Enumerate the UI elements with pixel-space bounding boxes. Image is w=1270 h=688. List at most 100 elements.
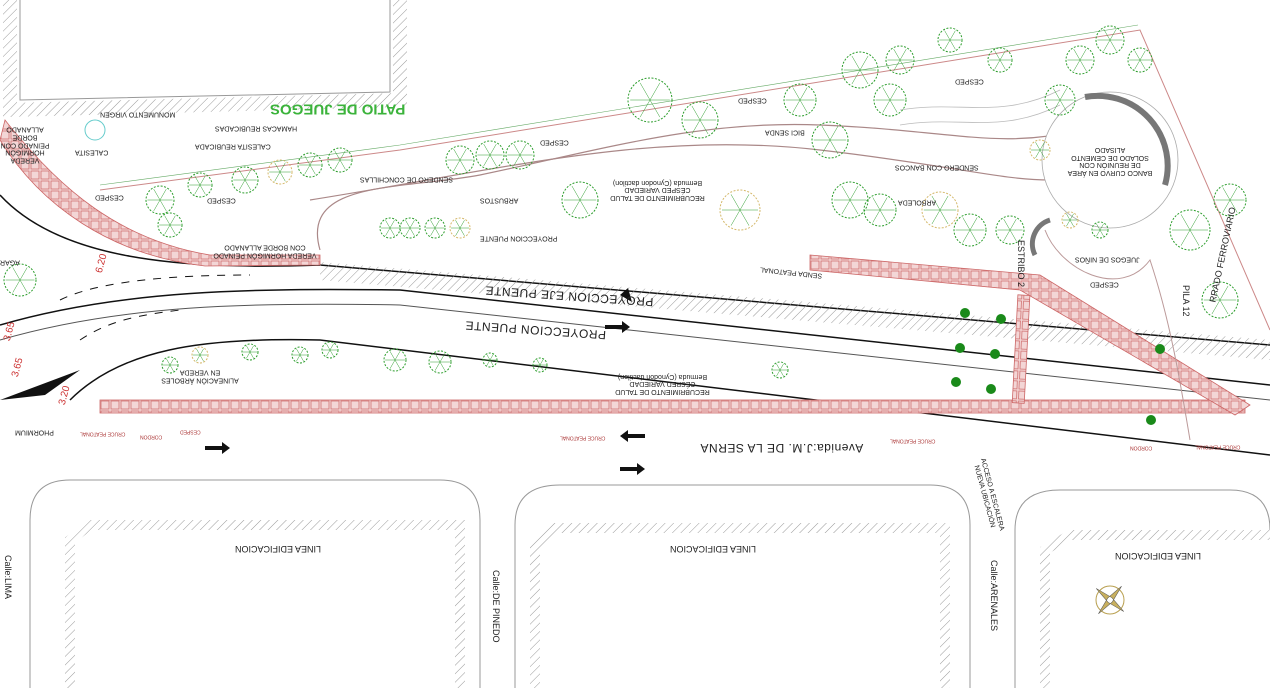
tree-branch xyxy=(483,143,491,156)
estribo-label: ESTRIBO 2 xyxy=(1016,240,1026,288)
tree-branch xyxy=(1222,187,1231,201)
calle-lima-label: Calle:LIMA xyxy=(3,555,13,600)
building-outline xyxy=(3,0,407,118)
tree-branch xyxy=(691,105,701,121)
tree-symbol-icon xyxy=(379,217,401,239)
sendero-conchillas-label: SENDERO DE CONCHILLAS xyxy=(360,175,453,183)
tree-branch xyxy=(699,119,709,135)
tree-branch xyxy=(483,154,491,167)
tree-branch xyxy=(962,229,971,243)
tree-branch xyxy=(12,267,21,281)
tree-symbol-icon xyxy=(863,193,897,227)
tree-symbol-icon xyxy=(771,361,789,379)
cesped-label: CESPED xyxy=(955,77,984,85)
arbustos-label: ARBUSTOS xyxy=(480,196,519,204)
tree-branch xyxy=(279,162,286,173)
tree-branch xyxy=(1180,229,1191,246)
tree-symbol-icon xyxy=(1127,47,1153,73)
calle-pinedo-label: Calle:DE PINEDO xyxy=(491,570,501,643)
tree-branch xyxy=(849,199,859,215)
park-boundary xyxy=(99,29,1270,331)
tree-branch xyxy=(999,50,1006,61)
tree-branch xyxy=(246,351,251,359)
tree-branch xyxy=(949,39,956,50)
tree-branch xyxy=(299,354,304,362)
tree-symbol-icon xyxy=(449,217,471,239)
tree-branch xyxy=(19,279,28,293)
avenida-label: Avenida:J.M. DE LA SERNA xyxy=(700,441,864,456)
tree-branch xyxy=(389,227,395,236)
traffic-arrows xyxy=(205,288,645,475)
cesped-label: CESPED xyxy=(738,96,767,104)
tree-symbol-icon xyxy=(561,181,599,219)
cruce-peatonal-label: CRUCE PEATONAL xyxy=(890,437,936,444)
tree-symbol-icon xyxy=(937,27,963,53)
tree-symbol-icon xyxy=(1029,139,1051,161)
tree-branch xyxy=(299,348,304,356)
tree-branch xyxy=(1134,50,1141,61)
tree-branch xyxy=(571,199,581,215)
tree-branch xyxy=(949,30,956,41)
tree-branch xyxy=(459,148,467,161)
tree-symbol-icon xyxy=(1213,183,1247,217)
tree-branch xyxy=(519,154,527,167)
linea-edificacion-1: LINEA EDIFICACION xyxy=(235,543,322,554)
tree-branch xyxy=(439,353,446,363)
recubrimiento-label-upper: RECUBRIMIENTO DE TALUD CÉSPED VARIEDAD B… xyxy=(610,178,705,202)
tree-branch xyxy=(579,199,589,215)
tree-branch xyxy=(326,349,331,357)
banco-curvo xyxy=(1084,92,1171,186)
recubrimiento-label-lower: RECUBRIMIENTO DE TALUD CÉSPED VARIEDAD B… xyxy=(615,372,710,396)
cesped-label: CESPED xyxy=(207,196,236,204)
tree-branch xyxy=(649,82,661,101)
tree-branch xyxy=(339,159,346,170)
tree-branch xyxy=(196,354,201,362)
tree-branch xyxy=(799,99,808,113)
compass-rose-icon xyxy=(1095,585,1125,615)
alineacion-label: ALINEACIÓN ÁRBOLES EN VEREDA xyxy=(161,368,239,384)
tree-branch xyxy=(439,361,446,371)
tree-branch xyxy=(739,209,750,226)
tree-symbol-icon xyxy=(1201,281,1239,319)
tree-branch xyxy=(859,55,869,71)
tree-branch xyxy=(459,227,465,236)
tree-branch xyxy=(329,343,334,351)
agar-label: AGAR xyxy=(0,258,20,266)
tree-symbol-icon xyxy=(987,47,1013,73)
tree-branch xyxy=(486,359,491,366)
tree-branch xyxy=(1003,218,1011,231)
tree-branch xyxy=(274,171,281,182)
tree-symbol-icon xyxy=(953,213,987,247)
tree-symbol-icon xyxy=(191,346,209,364)
tree-branch xyxy=(434,220,440,229)
block-2 xyxy=(514,484,971,688)
tree-branch xyxy=(579,185,589,201)
calle-arenales-label: Calle:ARENALES xyxy=(989,560,999,632)
tree-branch xyxy=(513,154,521,167)
tree-branch xyxy=(779,363,784,371)
tree-branch xyxy=(1211,285,1221,301)
tree-branch xyxy=(1180,214,1191,231)
tree-branch xyxy=(249,351,254,359)
tree-branch xyxy=(849,185,859,201)
tree-branch xyxy=(19,267,28,281)
tree-branch xyxy=(434,353,441,363)
tree-branch xyxy=(882,99,891,113)
tree-branch xyxy=(1039,149,1045,158)
tree-branch xyxy=(385,220,391,229)
tree-symbol-icon xyxy=(428,350,452,374)
tree-branch xyxy=(513,143,521,156)
tree-branch xyxy=(994,50,1001,61)
tree-branch xyxy=(1079,48,1087,61)
tree-symbol-icon xyxy=(297,152,323,178)
tree-branch xyxy=(1229,187,1238,201)
monumento-label: MONUMENTO VIRGEN xyxy=(100,110,176,118)
tree-branch xyxy=(166,358,171,366)
tree-branch xyxy=(334,150,341,161)
tree-branch xyxy=(1222,199,1231,213)
tree-branch xyxy=(164,215,171,226)
cruce-peatonal-label: CRUCE PEATONAL xyxy=(560,434,606,441)
tree-branch xyxy=(166,364,171,372)
tree-branch xyxy=(12,279,21,293)
